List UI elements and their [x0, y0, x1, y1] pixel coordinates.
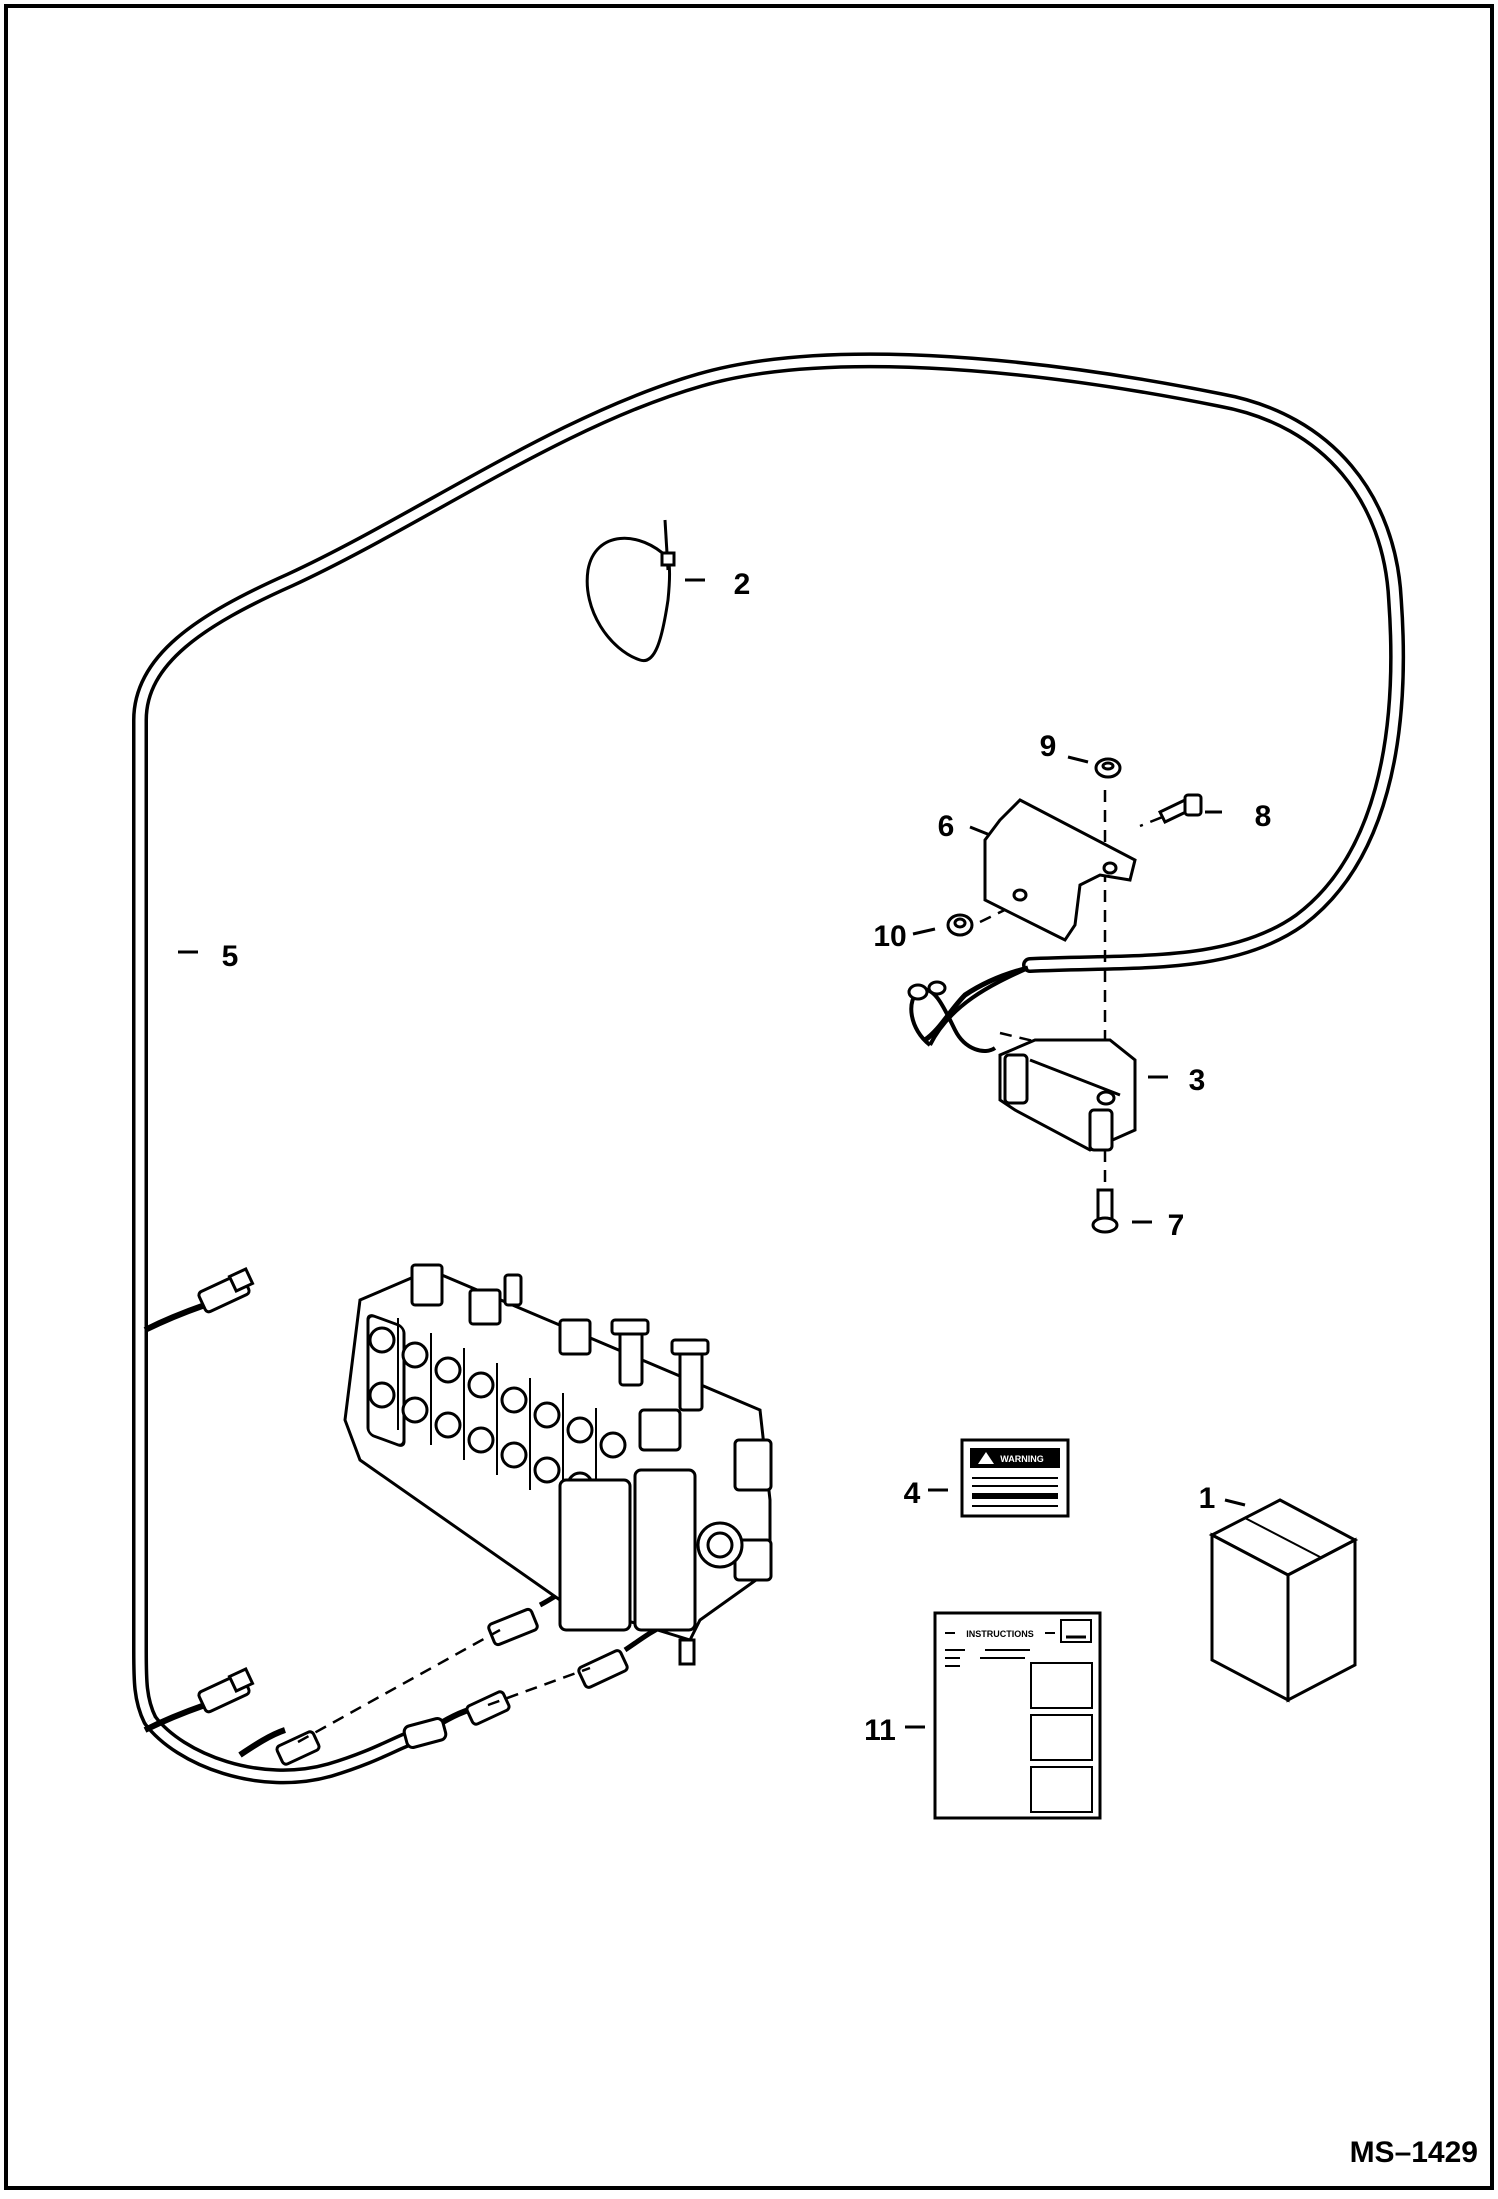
nut-top: [1094, 757, 1122, 779]
harness-connector-right: [465, 1690, 511, 1726]
harness-sleeve: [402, 1717, 448, 1749]
harness-connector-upper: [197, 1266, 255, 1314]
callout-4: 4: [904, 1477, 921, 1510]
callout-leaders: [178, 578, 1246, 1729]
valve-connector-b: [577, 1622, 667, 1689]
callout-7: 7: [1168, 1209, 1185, 1242]
screw-bottom: [1091, 1188, 1119, 1234]
parts-box: [1208, 1498, 1359, 1703]
wire-harness: [132, 352, 1406, 1785]
harness-connector-lower: [197, 1666, 255, 1714]
callout-10: 10: [873, 920, 906, 953]
callout-1: 1: [1199, 1482, 1216, 1515]
bolt-upper: [1157, 793, 1203, 824]
callout-6: 6: [938, 810, 955, 843]
callout-11: 11: [864, 1714, 896, 1747]
warning-decal: WARNING: [960, 1438, 1070, 1518]
callout-2: 2: [734, 568, 751, 601]
figure-id: MS–1429: [1350, 2136, 1478, 2169]
switch-module: [998, 1038, 1137, 1152]
callout-5: 5: [222, 940, 239, 973]
page-border: [4, 4, 1494, 2190]
callout-8: 8: [1255, 800, 1272, 833]
instruction-manual: INSTRUCTIONS: [933, 1611, 1102, 1820]
harness-connector-left: [275, 1730, 321, 1766]
mounting-bracket: [983, 798, 1137, 942]
manual-title-text: INSTRUCTIONS: [966, 1629, 1034, 1639]
control-valve-assembly: [343, 1263, 773, 1666]
callout-3: 3: [1189, 1064, 1206, 1097]
nut-left: [946, 913, 974, 937]
switch-terminal-wires: [907, 980, 997, 1053]
warning-decal-text: WARNING: [1000, 1454, 1044, 1464]
cable-tie: [585, 519, 676, 663]
callout-9: 9: [1040, 730, 1057, 763]
